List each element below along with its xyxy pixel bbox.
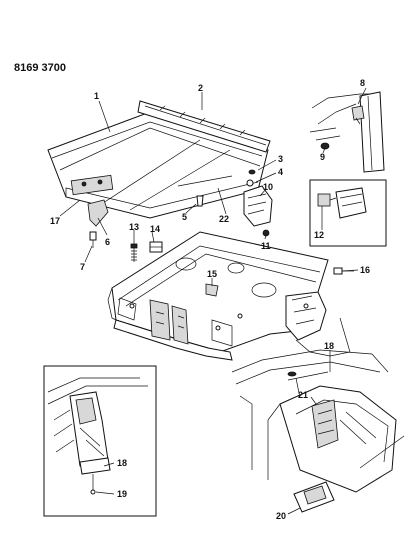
bumper-part-3 bbox=[248, 169, 256, 175]
callout-18-left: 18 bbox=[117, 458, 127, 468]
callout-8: 8 bbox=[360, 78, 365, 88]
callout-15: 15 bbox=[207, 269, 217, 279]
callout-16: 16 bbox=[360, 265, 370, 275]
leader-lines bbox=[59, 87, 367, 515]
inset-hinge-detail bbox=[309, 179, 387, 247]
inset-latch-detail bbox=[43, 365, 157, 517]
bolt-7 bbox=[89, 231, 97, 241]
callout-19: 19 bbox=[117, 489, 127, 499]
callout-17: 17 bbox=[50, 216, 60, 226]
screw-13 bbox=[130, 243, 138, 262]
callout-9: 9 bbox=[320, 152, 325, 162]
front-end-latch-view bbox=[231, 349, 405, 513]
callout-7: 7 bbox=[80, 262, 85, 272]
callout-4: 4 bbox=[278, 167, 283, 177]
diagram-code: 8169 3700 bbox=[14, 62, 66, 74]
callout-22: 22 bbox=[219, 214, 229, 224]
callout-14: 14 bbox=[150, 224, 160, 234]
callout-2: 2 bbox=[198, 83, 203, 93]
callout-21: 21 bbox=[298, 390, 308, 400]
callout-13: 13 bbox=[129, 222, 139, 232]
callout-11: 11 bbox=[261, 241, 271, 251]
callout-18-right: 18 bbox=[324, 341, 334, 351]
callout-12: 12 bbox=[314, 230, 324, 240]
radiator-support-assembly bbox=[107, 231, 351, 361]
callout-1: 1 bbox=[94, 91, 99, 101]
bumper-part-5 bbox=[196, 195, 204, 207]
callout-6: 6 bbox=[105, 237, 110, 247]
callout-3: 3 bbox=[278, 154, 283, 164]
callout-10: 10 bbox=[263, 182, 273, 192]
hood-panel bbox=[47, 111, 269, 219]
clip-14 bbox=[149, 241, 163, 253]
callout-5: 5 bbox=[182, 212, 187, 222]
cowl-panel bbox=[137, 100, 271, 153]
callout-20: 20 bbox=[276, 511, 286, 521]
prop-rod bbox=[177, 175, 233, 187]
inset-hood-bumper bbox=[309, 91, 385, 173]
latch-striker bbox=[87, 199, 109, 227]
bumper-part-4 bbox=[246, 179, 254, 187]
hood-hinge bbox=[243, 185, 273, 237]
